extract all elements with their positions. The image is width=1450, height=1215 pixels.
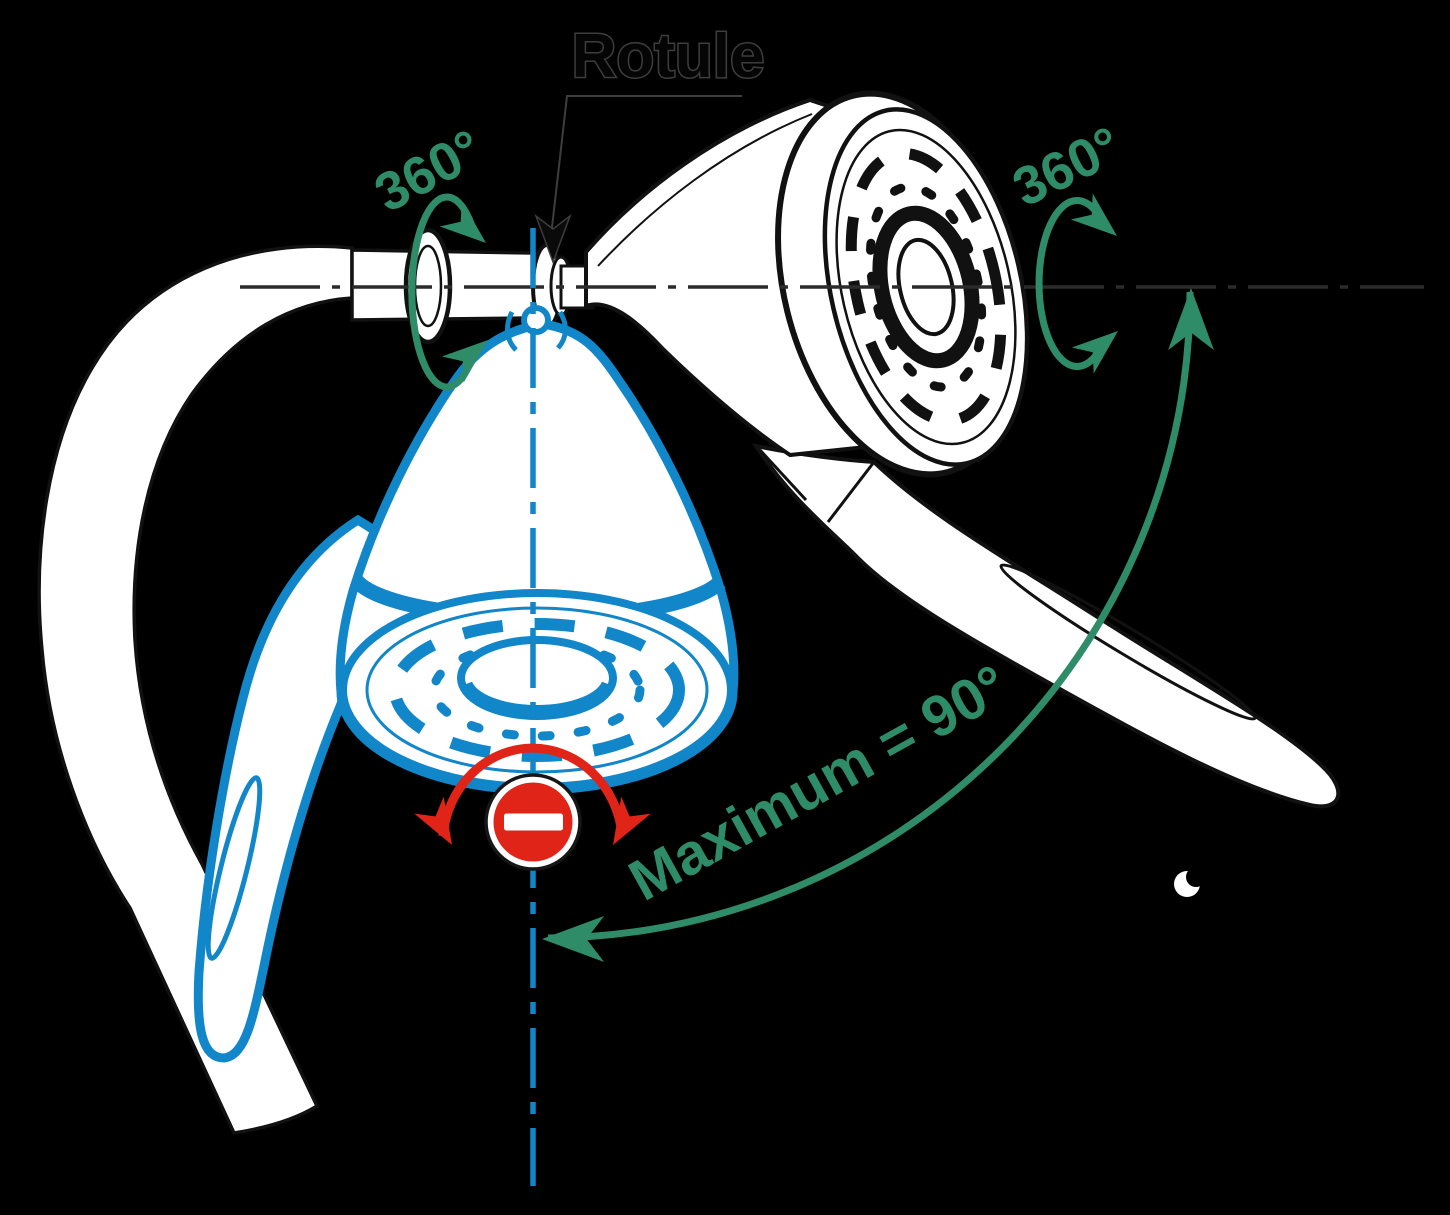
arrowhead	[613, 796, 651, 845]
max-angle-arc-line	[547, 291, 1194, 942]
handle-black-slot	[999, 563, 1257, 721]
arrowhead	[1071, 331, 1118, 374]
arrowhead	[542, 916, 605, 962]
lens-blue-crescent	[459, 681, 615, 718]
no-rotation-arc	[438, 743, 627, 837]
arrowhead	[439, 200, 486, 243]
lamp-blue-joint	[521, 305, 551, 335]
support-arm-outline	[37, 244, 354, 1135]
face-black-ring	[835, 128, 1017, 446]
page-title: Rotule	[572, 22, 765, 91]
lamp-head-blue	[335, 305, 739, 795]
face-blue-ring	[365, 606, 709, 774]
arrowhead	[1168, 288, 1214, 351]
handle-black-yoke-lines	[758, 448, 876, 523]
rotation-arrow-icon	[1035, 197, 1108, 370]
rotation-arrow-icon	[408, 193, 478, 391]
face-blue-led-dashes	[389, 618, 685, 762]
face-black-led-dashes	[845, 148, 1007, 426]
no-entry-icon	[484, 773, 582, 871]
support-arm-and-pole	[37, 244, 354, 1135]
lamp-black-cone-edge-detail	[597, 113, 813, 267]
no-rotation-indicator	[414, 743, 651, 871]
arrowhead	[441, 340, 488, 383]
no-entry-bar	[504, 813, 563, 831]
title-leader-line	[550, 95, 742, 237]
handle-black-outline	[751, 443, 1341, 809]
arrowhead	[1070, 193, 1117, 236]
moon-icon	[1174, 867, 1206, 897]
lens-black-inner	[896, 237, 956, 337]
handle-blue-slot	[205, 775, 263, 961]
arrowhead	[414, 796, 452, 845]
moon-cutout	[1186, 867, 1206, 887]
title-leader-arrowhead	[534, 213, 572, 265]
lamp-blue-clamp-lines	[505, 310, 568, 352]
face-black-led-dots	[865, 182, 987, 392]
title-group: Rotule	[534, 21, 766, 265]
lamp-handle-black	[751, 443, 1341, 809]
